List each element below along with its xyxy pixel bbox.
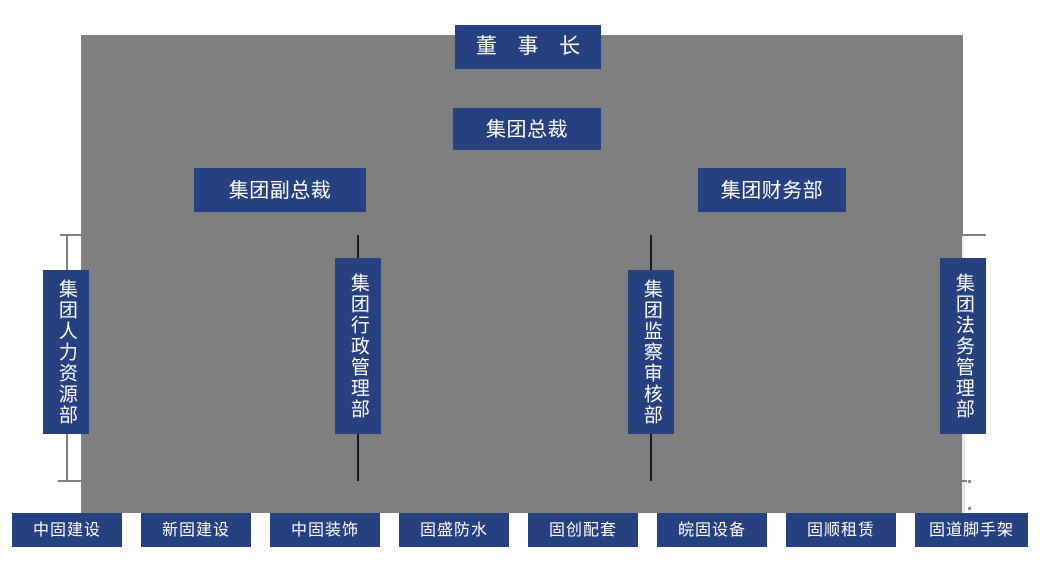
connector-hr-bottom (66, 434, 68, 481)
node-subsidiary-8[interactable]: 固道脚手架 (915, 513, 1028, 547)
connector-hr-top-cap (60, 234, 120, 236)
node-subsidiary-3[interactable]: 中固装饰 (270, 513, 380, 547)
node-group-finance-dept[interactable]: 集团财务部 (698, 168, 846, 212)
node-subsidiary-5[interactable]: 固创配套 (528, 513, 638, 547)
node-dept-human-resources[interactable]: 集团人力资源部 (43, 270, 89, 434)
node-dept-legal-affairs[interactable]: 集团法务管理部 (940, 258, 986, 434)
connector-admin-bottom (357, 434, 359, 481)
node-chairman[interactable]: 董 事 长 (455, 25, 601, 69)
connector-admin-top (357, 235, 359, 271)
connector-marker-lower (968, 507, 971, 510)
node-group-president[interactable]: 集团总裁 (453, 108, 601, 150)
node-group-vice-president[interactable]: 集团副总裁 (194, 168, 366, 212)
connector-audit-top (650, 235, 652, 271)
node-dept-supervision-audit[interactable]: 集团监察审核部 (628, 270, 674, 434)
connector-marker-upper (968, 480, 971, 483)
connector-legal-bottom (962, 434, 965, 513)
connector-hr-bottom-cap (58, 480, 84, 482)
node-subsidiary-1[interactable]: 中固建设 (12, 513, 122, 547)
node-subsidiary-2[interactable]: 新固建设 (141, 513, 251, 547)
connector-audit-bottom (650, 434, 652, 481)
node-subsidiary-7[interactable]: 固顺租赁 (786, 513, 896, 547)
connector-legal-top-cap (956, 234, 986, 236)
backdrop-plane (81, 35, 963, 513)
connector-hr-top (66, 235, 68, 271)
node-dept-administration[interactable]: 集团行政管理部 (335, 258, 381, 434)
connector-legal-top (962, 235, 964, 271)
node-subsidiary-6[interactable]: 皖固设备 (657, 513, 767, 547)
connector-legal-bottom-cap (955, 480, 967, 482)
node-subsidiary-4[interactable]: 固盛防水 (399, 513, 509, 547)
